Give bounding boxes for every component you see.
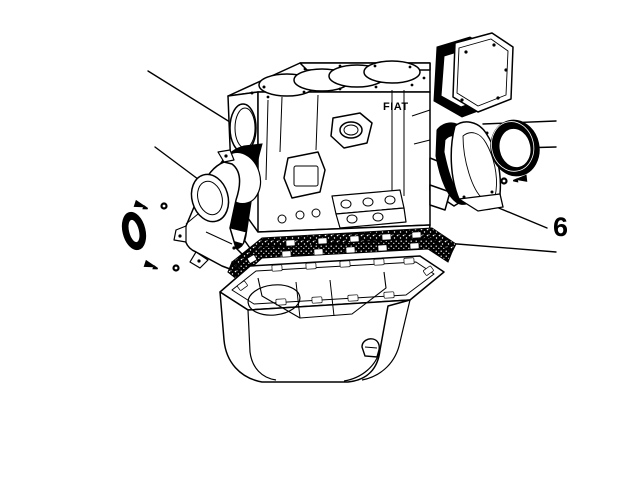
front-timing-cover-ear-left — [173, 225, 187, 243]
block-front-bore-inner — [234, 107, 256, 149]
front-timing-cover-rib-2 — [185, 213, 199, 225]
oil-pan — [219, 255, 445, 383]
head-bolt-holes — [250, 64, 426, 99]
rear-main-seal-housing-bore — [462, 132, 497, 202]
block-water-pump-bore-inner — [343, 124, 359, 136]
rear-main-seal-assembly — [435, 121, 504, 212]
block-lower-boss-holes — [340, 195, 396, 209]
rear-oil-seal-inner — [498, 127, 532, 169]
rear-oil-seal-highlight — [491, 121, 535, 172]
rear-main-seal-housing-foot — [457, 193, 504, 212]
block-flange-bosses — [277, 208, 321, 224]
oil-pan-interior-baffle — [247, 284, 301, 316]
oil-pan-gasket — [227, 227, 457, 281]
oil-pan-interior-rib-1 — [295, 281, 301, 319]
oil-drain-plug-flat — [364, 346, 378, 349]
oil-pan-gasket-bolt-pads — [247, 231, 422, 264]
block-rear-mount-lug — [429, 184, 451, 211]
oil-pan-right-contour — [361, 299, 411, 381]
block-accessory-pad-face — [293, 165, 319, 187]
bolt-washer-upper-left — [133, 199, 168, 212]
oil-pan-flange-bolt-pads — [237, 257, 434, 306]
washer-upper-left-hole — [162, 204, 166, 208]
bolt-washer-right — [500, 174, 528, 185]
oil-pan-flange-opening — [231, 261, 435, 305]
front-oil-seal-inner — [127, 218, 141, 244]
front-timing-cover-bore-inner — [197, 180, 223, 216]
oil-drain-plug — [361, 338, 380, 358]
oil-pan-bottom-contour — [343, 349, 381, 382]
fiat-logo-text: FIAT — [383, 101, 409, 113]
side-cover-plate — [452, 32, 514, 113]
callout-number-6: 6 — [553, 212, 569, 242]
washer-lower-left-hole — [174, 266, 178, 270]
side-cover-plate-inner-edge — [456, 38, 509, 107]
front-timing-cover — [173, 149, 247, 273]
leader-to-six-lower — [444, 242, 557, 253]
oil-pan-interior-step — [257, 271, 387, 319]
oil-pan-interior-rib-2 — [329, 279, 335, 317]
side-cover-assembly — [433, 32, 514, 118]
cylinder-bore-4 — [363, 60, 421, 84]
block-lower-boss-holes-2 — [346, 212, 384, 224]
front-timing-cover-holes — [178, 154, 236, 263]
block-casting-ribs — [265, 90, 431, 196]
oil-pan-inner-corner-line — [247, 309, 277, 381]
bolt-washer-lower-left — [143, 259, 180, 272]
front-crankshaft-oil-seal — [121, 211, 147, 251]
front-timing-cover-rib — [205, 231, 233, 245]
block-cast-text-fiat: FIAT — [383, 101, 409, 113]
washer-right-hole — [502, 179, 506, 183]
side-cover-plate-holes — [460, 43, 508, 102]
rear-crankshaft-oil-seal — [490, 119, 540, 177]
